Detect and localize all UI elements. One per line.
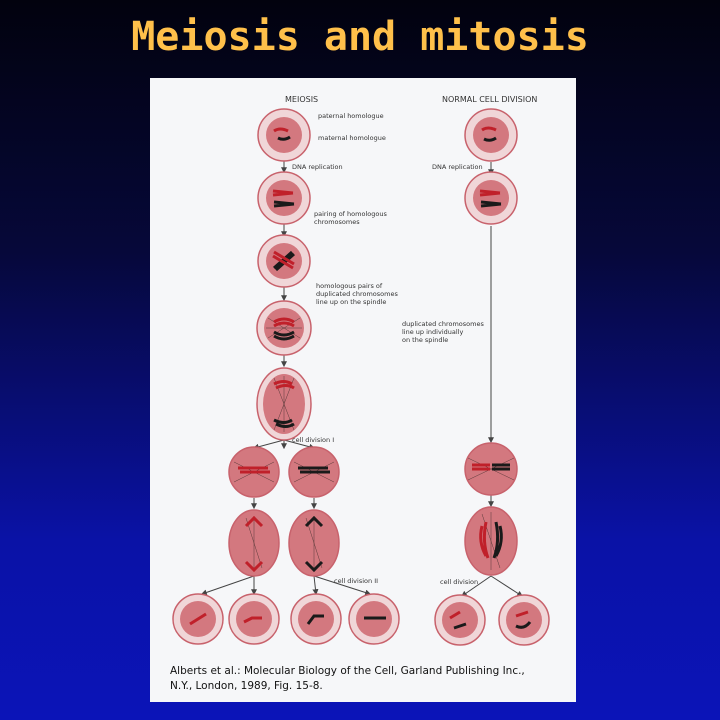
mitosis-cell-3 [464,442,518,496]
meiosis-header: MEIOSIS [285,95,318,104]
paternal-chromosome [273,127,289,133]
caption-line-2: N.Y., London, 1989, Fig. 15-8. [170,680,323,692]
normal-division-header: NORMAL CELL DIVISION [442,95,537,104]
figure-panel: MEIOSIS NORMAL CELL DIVISION [150,78,576,702]
dna-replication-label-left: DNA replication [292,163,343,171]
mitosis-cell-4 [464,506,518,576]
paternal-label: paternal homologue [318,112,384,120]
mitosis-cell-2 [464,171,518,225]
meiosis-mitosis-diagram: MEIOSIS NORMAL CELL DIVISION [172,95,550,646]
meiosis-cell-7a [228,509,280,577]
maternal-label: maternal homologue [318,134,386,142]
meiosis-cell-2 [257,171,311,225]
meiosis-cell-7b [288,509,340,577]
mitosis-cell-1 [464,108,518,162]
meiosis-cell-6b [288,446,340,498]
meiosis-cell-4 [256,300,312,356]
meiosis-daughter-cells [172,593,400,645]
maternal-chromosome [277,135,291,141]
meiosis-cell-6a [228,446,280,498]
meiosis-cell-3 [257,234,311,288]
meiosis-arrows [200,160,372,596]
dna-replication-label-right: DNA replication [432,163,483,171]
cell-division-label: cell division [440,578,478,586]
figure-caption: Alberts et al.: Molecular Biology of the… [170,664,570,694]
caption-line-1: Alberts et al.: Molecular Biology of the… [170,665,525,677]
slide-title: Meiosis and mitosis [131,14,589,60]
cell-division-1-label: cell division I [292,436,334,444]
meiosis-cell-5 [256,367,312,441]
mitosis-daughter-cells [434,594,550,646]
meiosis-cell-1 [257,108,311,162]
cell-division-2-label: cell division II [334,577,378,585]
